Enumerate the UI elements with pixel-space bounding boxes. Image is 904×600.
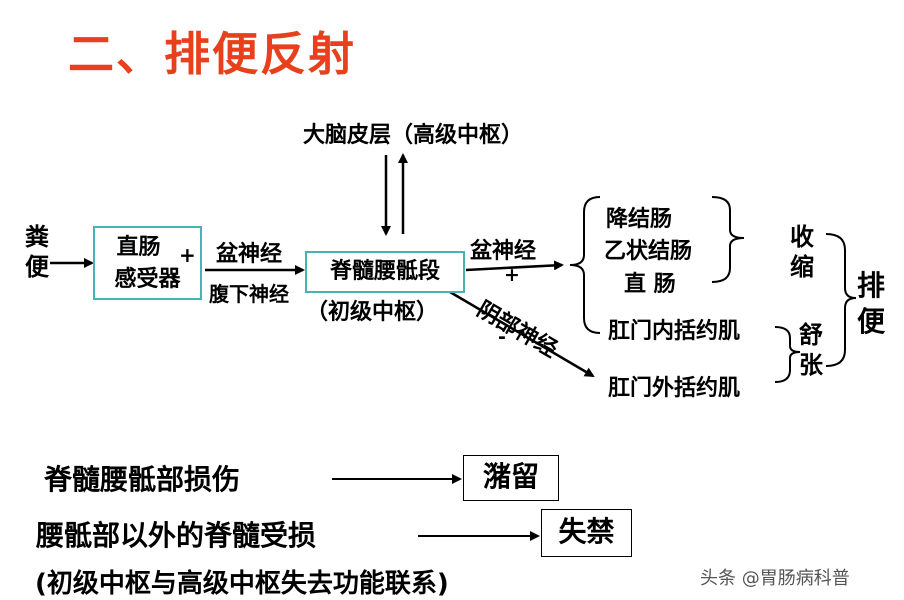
nerve-pelvic-left: 盆神经 bbox=[216, 242, 283, 267]
contract-label: 收 缩 bbox=[780, 222, 824, 282]
feces-char-1: 粪 bbox=[25, 223, 49, 251]
feces-char-2: 便 bbox=[25, 253, 49, 281]
page-title: 二、排便反射 bbox=[68, 27, 356, 81]
brace-sphincters bbox=[774, 326, 801, 383]
defecate-char-1: 排 bbox=[856, 269, 885, 302]
arrow-spinal-to-external bbox=[449, 290, 595, 378]
brace-effectors bbox=[569, 196, 601, 334]
arrow-spinal-to-effectors bbox=[465, 260, 564, 272]
plus-sign-receptor: + bbox=[179, 243, 196, 267]
note-lost-connection: (初级中枢与高级中枢失去功能联系) bbox=[35, 569, 449, 599]
lesion-statement-2: 腰骶部以外的脊髓受损 bbox=[36, 519, 317, 552]
plus-sign-right: + bbox=[504, 264, 520, 286]
nerve-pelvic-right: 盆神经 bbox=[470, 239, 537, 264]
effector-rectum: 直 肠 bbox=[624, 272, 676, 297]
receptor-line-2: 感受器 bbox=[114, 267, 181, 292]
relax-char-1: 舒 bbox=[799, 321, 823, 349]
effector-descending-colon: 降结肠 bbox=[606, 207, 673, 232]
brace-defecate bbox=[825, 233, 857, 367]
nerve-hypogastric: 腹下神经 bbox=[209, 282, 289, 306]
cortex-label: 大脑皮层（高级中枢） bbox=[303, 123, 524, 148]
effector-sigmoid-colon: 乙状结肠 bbox=[604, 239, 693, 264]
contract-char-2: 缩 bbox=[790, 253, 814, 281]
defecate-char-2: 便 bbox=[856, 305, 885, 338]
feces-label: 粪 便 bbox=[20, 222, 54, 282]
internal-sphincter: 肛门内括约肌 bbox=[608, 319, 741, 344]
watermark: 头条 @胃肠病科普 bbox=[700, 568, 850, 589]
result-box-retention: 潴留 bbox=[463, 455, 559, 501]
contract-char-1: 收 bbox=[790, 223, 814, 251]
external-sphincter: 肛门外括约肌 bbox=[608, 376, 741, 401]
defecate-label: 排 便 bbox=[854, 268, 888, 340]
relax-char-2: 张 bbox=[799, 351, 823, 379]
spinal-center-sub: （初级中枢） bbox=[306, 300, 439, 325]
receptor-box: 直肠 感受器 bbox=[93, 226, 202, 300]
spinal-center-box: 脊髓腰骶段 bbox=[305, 251, 465, 293]
brace-colon bbox=[711, 196, 745, 283]
relax-label: 舒 张 bbox=[796, 320, 826, 380]
receptor-line-1: 直肠 bbox=[116, 235, 161, 260]
lesion-statement-1: 脊髓腰骶部损伤 bbox=[44, 463, 241, 496]
minus-sign: - bbox=[498, 326, 506, 348]
result-box-incontinence: 失禁 bbox=[541, 509, 632, 557]
